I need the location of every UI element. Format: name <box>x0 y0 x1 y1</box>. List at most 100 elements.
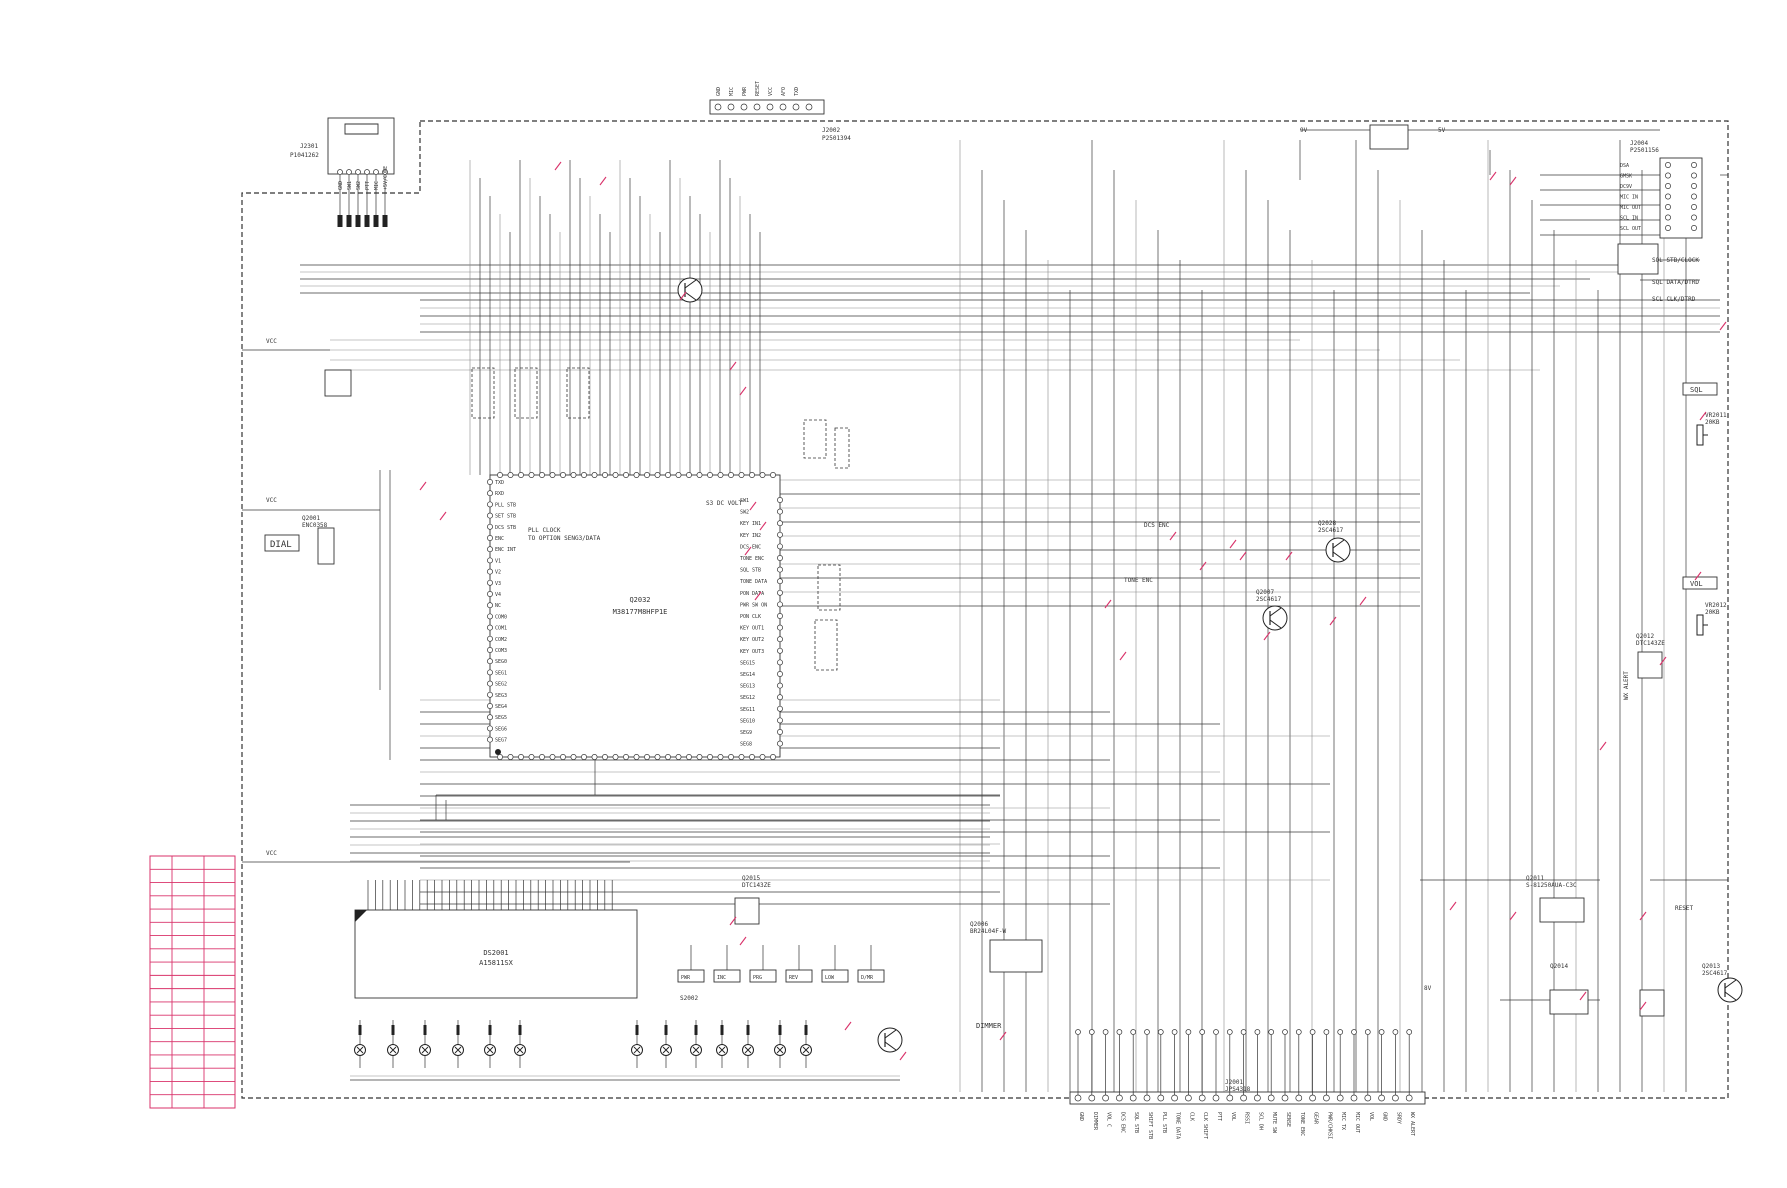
transistor-emitter <box>1332 551 1345 561</box>
bottom-pin-label: SRDY <box>1395 1112 1401 1124</box>
ic-bottom-pin <box>612 754 619 760</box>
sql-data-label: SQL DATA/DTRD <box>1652 279 1699 286</box>
ic-top-pin <box>749 472 755 478</box>
nine-volt-label: 9V <box>1300 127 1308 134</box>
bottom-pin <box>1212 1094 1220 1102</box>
inspection-mark <box>1263 631 1271 641</box>
test-point <box>1130 1029 1137 1035</box>
ic-right-pin <box>777 543 783 550</box>
bottom-pin <box>1295 1094 1303 1102</box>
ic-left-pin <box>487 546 493 553</box>
transistor-part: 2SC4617 <box>1256 596 1282 603</box>
bottom-pin <box>1226 1094 1234 1102</box>
top-connector-ref: J2002 <box>822 127 840 134</box>
ic-top-pin <box>570 472 577 478</box>
ic-bottom-pin <box>549 754 556 760</box>
ic-right-pin <box>777 497 783 503</box>
ic-left-pin <box>487 658 493 665</box>
top-pin <box>805 103 813 111</box>
transistor-collector <box>1724 979 1737 989</box>
bottom-pin <box>1405 1094 1413 1102</box>
transistor-emitter <box>884 1041 897 1051</box>
ic-left-pin <box>487 736 493 743</box>
bottom-pin <box>1281 1094 1289 1102</box>
ic-bottom-pin <box>644 754 650 760</box>
ic-left-pin <box>487 602 493 609</box>
resistor <box>746 1025 750 1035</box>
ic-right-pin-label: KEY IN1 <box>740 521 761 527</box>
inspection-mark <box>1119 651 1127 661</box>
ic-left-pin-label: COM3 <box>495 648 507 654</box>
resistor <box>778 1025 782 1035</box>
ic-left-pin-label: RXD <box>495 491 504 497</box>
diode-block <box>324 369 352 397</box>
regulator-part: S-81250AUA-C3C <box>1526 882 1577 889</box>
ic-bottom-pin <box>675 754 682 760</box>
inspection-mark <box>1169 531 1177 541</box>
potentiometer <box>1696 424 1704 446</box>
mic-pin-label: PTT <box>365 181 371 190</box>
dial-label: DIAL <box>270 540 292 550</box>
reset-label: RESET <box>1675 905 1693 912</box>
ic-left-pin <box>487 624 493 631</box>
ic-top-pin <box>665 472 671 478</box>
ic-right-pin-label: PON DATA <box>740 591 764 597</box>
ic-bottom-pin <box>717 754 724 760</box>
mic-pin <box>382 169 388 175</box>
main-ic-part: M38177M8HFP1E <box>613 608 668 616</box>
lcd-display: DS2001 A15811SX <box>354 880 638 999</box>
ic-left-pin-label: COM0 <box>495 614 507 620</box>
dcs-enc-label: DCS ENC <box>1144 522 1170 529</box>
transistor-emitter <box>1724 991 1737 1001</box>
ic-top-pin <box>696 472 703 478</box>
right-pin <box>1691 214 1697 221</box>
inspection-mark <box>844 1021 852 1031</box>
ic-top-pin <box>717 472 724 478</box>
right-pin <box>1691 162 1697 168</box>
ic-right-pin-label: SW1 <box>740 498 749 504</box>
transistor-part: 2SC4617 <box>1318 527 1344 534</box>
ic-right-pin-label: TONE DATA <box>740 579 767 585</box>
lamp-cross <box>802 1046 810 1054</box>
inspection-mark <box>1199 561 1207 571</box>
right-pin <box>1665 193 1671 200</box>
top-pin-label: MIC <box>729 87 735 96</box>
ic-top-pin <box>675 472 682 478</box>
ic-left-pin-label: PLL STB <box>495 502 516 508</box>
lamp-cross <box>776 1046 784 1054</box>
bottom-pin <box>1254 1094 1261 1102</box>
inspection-mark <box>439 511 447 521</box>
lamp-cross <box>718 1046 726 1054</box>
top-pin <box>714 103 722 111</box>
inspection-mark <box>754 591 762 601</box>
bottom-pin <box>1143 1094 1151 1102</box>
inspection-mark <box>749 501 757 511</box>
bottom-pin-label: PWR/CHKSI <box>1326 1112 1332 1139</box>
ic-top-pin <box>581 472 587 478</box>
ic-left-pin <box>487 591 493 597</box>
mic-pin-label: SW1 <box>347 181 353 190</box>
test-point <box>1157 1029 1164 1035</box>
transistor-ref: Q2013 <box>1702 963 1720 970</box>
top-connector-part: P2501394 <box>822 135 851 142</box>
s3-note: S3 DC VOLT <box>706 500 743 507</box>
ic-bottom-pin <box>507 754 514 760</box>
inspection-mark <box>1579 991 1587 1001</box>
digital-transistor-part: DTC143ZE <box>1636 640 1665 647</box>
test-point <box>1364 1029 1371 1035</box>
ic-top-pin <box>707 472 713 478</box>
bottom-pin <box>1198 1094 1206 1102</box>
bottom-pin-label: TONE DATA <box>1175 1112 1181 1139</box>
test-point <box>1337 1029 1344 1035</box>
mic-pin <box>337 169 343 175</box>
transistor-collector <box>1332 539 1345 549</box>
test-point <box>1171 1029 1178 1035</box>
ic-top-pin <box>686 472 692 478</box>
ic-top-pin <box>654 472 661 478</box>
inspection-mark <box>1104 599 1112 609</box>
mic-pin-label: SW2 <box>356 181 362 190</box>
right-pin <box>1691 225 1697 231</box>
bottom-pin-label: MIC TX <box>1340 1112 1346 1130</box>
ic-right-pin-label: SEG9 <box>740 730 752 736</box>
